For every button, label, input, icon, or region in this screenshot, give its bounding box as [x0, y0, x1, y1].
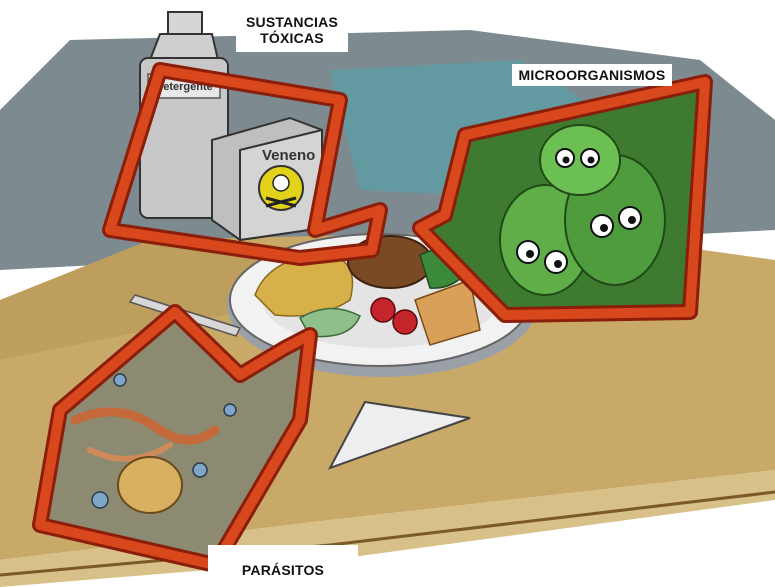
- toxic-substances-label: SUSTANCIAS TÓXICAS: [236, 14, 348, 52]
- tomato-slice: [393, 310, 417, 334]
- toxic-label-line2: TÓXICAS: [236, 30, 348, 46]
- poison-box: Veneno: [212, 118, 322, 240]
- parasites-label: PARÁSITOS: [208, 545, 358, 587]
- microorganisms-label: MICROORGANISMOS: [512, 64, 672, 86]
- toxic-label-line1: SUSTANCIAS: [236, 14, 348, 30]
- tomato-slice: [371, 298, 395, 322]
- poison-label: Veneno: [262, 147, 315, 164]
